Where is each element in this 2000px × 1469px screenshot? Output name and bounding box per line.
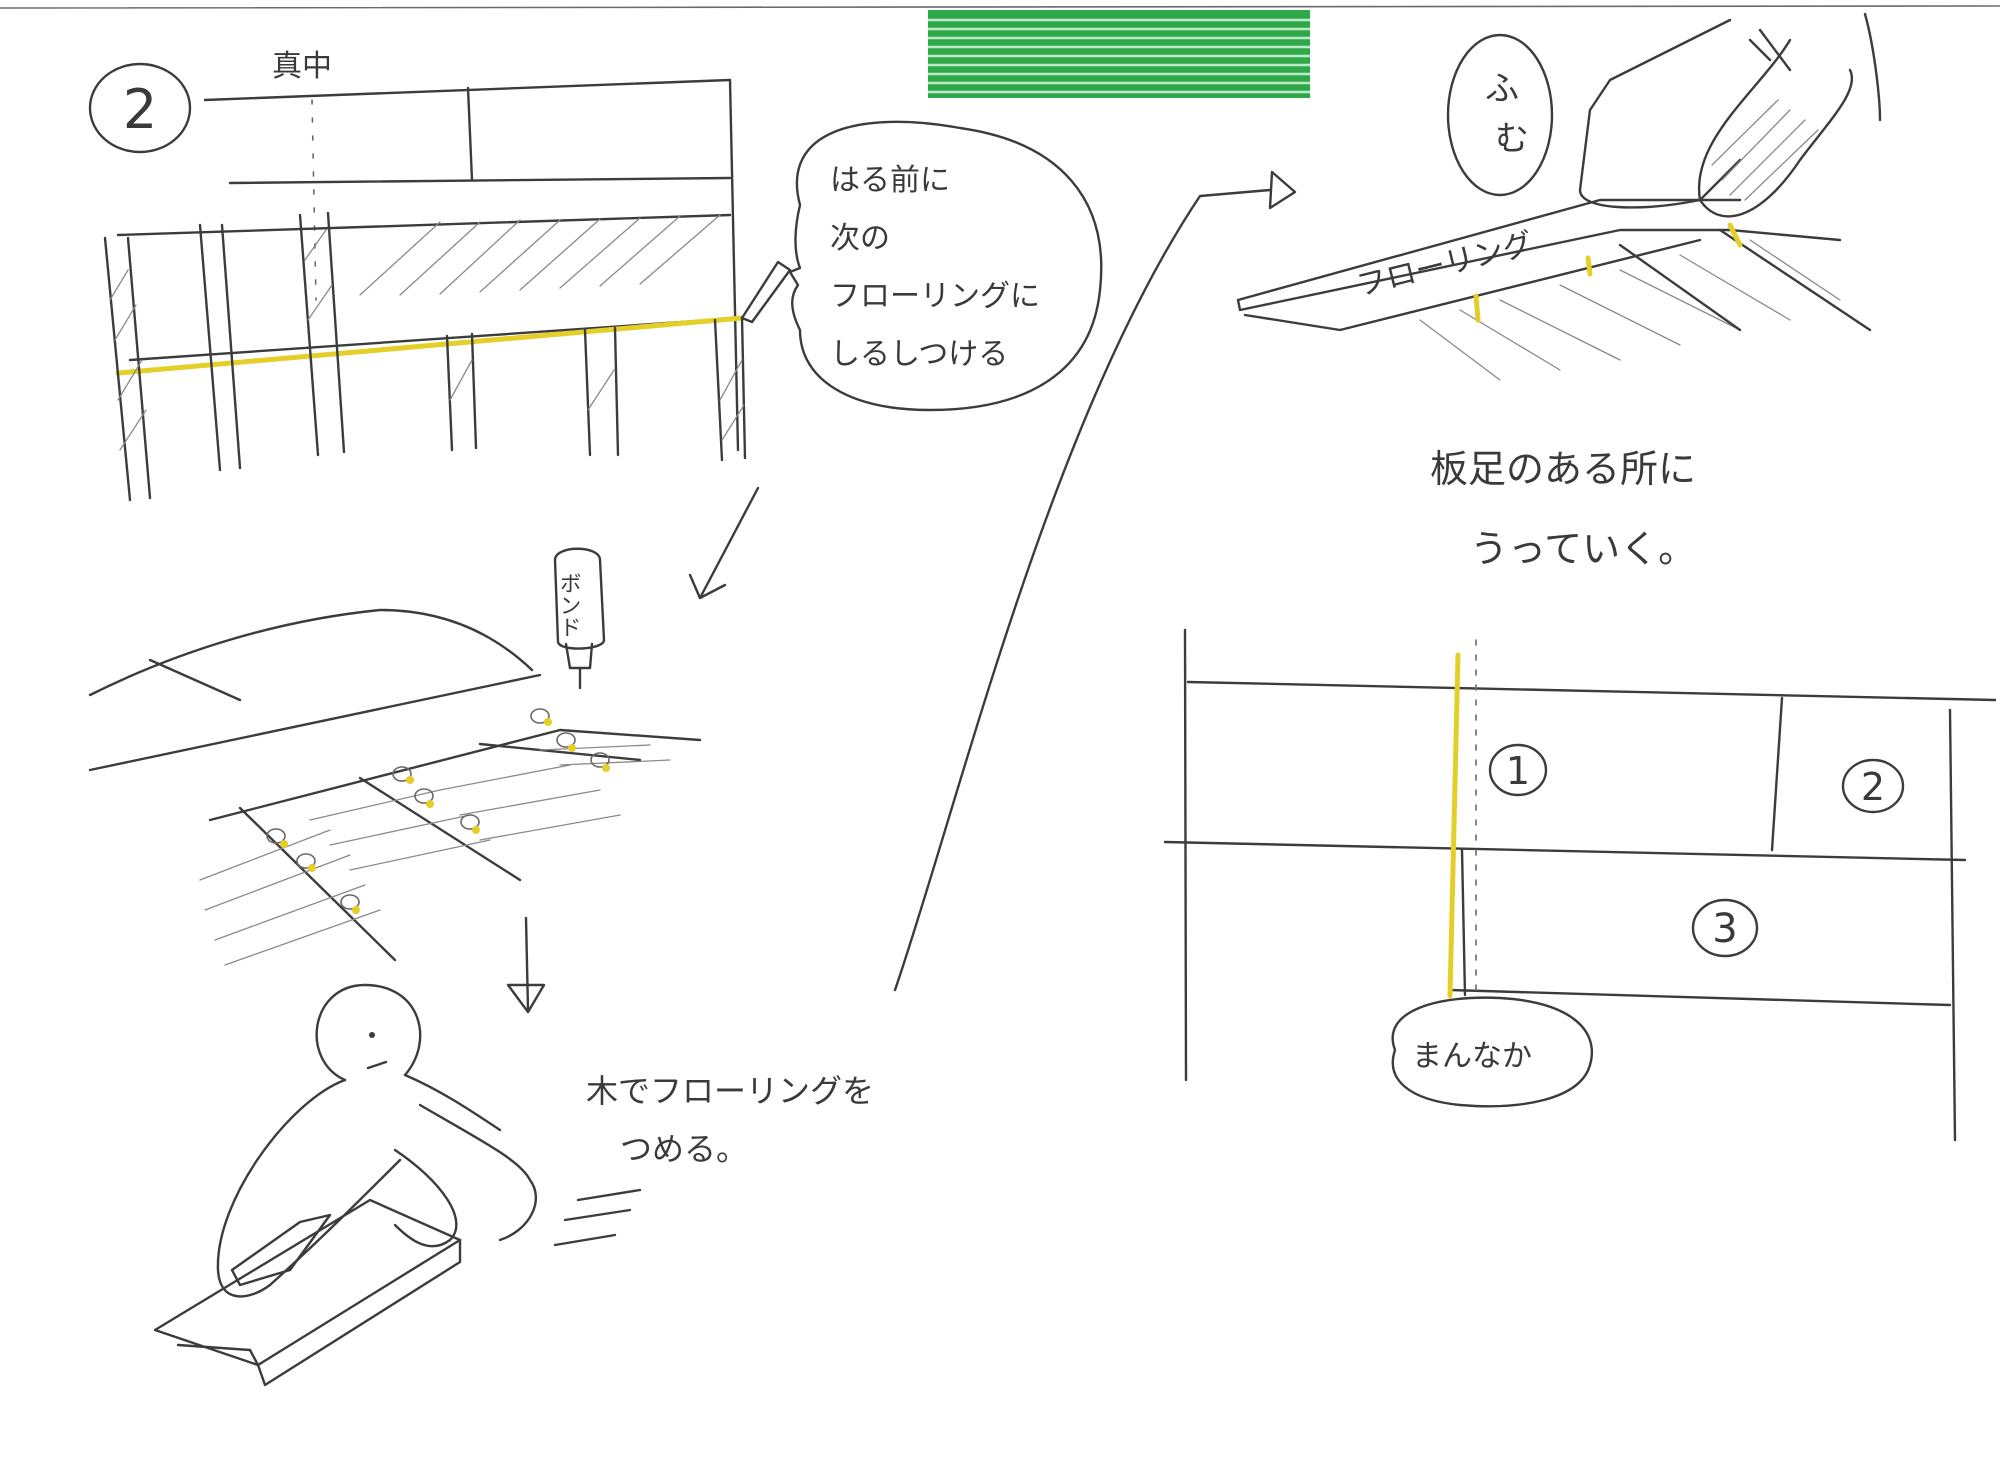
foot-icon bbox=[1578, 12, 1882, 248]
piece-circle-3 bbox=[1691, 898, 1759, 958]
step-2-panel: 2 真中 bbox=[88, 49, 1103, 502]
bond-dots bbox=[266, 708, 610, 914]
tape-strip bbox=[928, 10, 1310, 98]
center-line bbox=[1447, 652, 1461, 999]
nail-note: 板足のある所に うっていく。 bbox=[1430, 447, 1708, 571]
piece-number-3: 3 bbox=[1712, 906, 1737, 952]
flooring-label: フローリング bbox=[1353, 226, 1536, 304]
step-number-circle bbox=[88, 62, 192, 154]
layout-panel: 1 2 3 まんなか bbox=[1163, 628, 1997, 1142]
step-number: 2 bbox=[123, 78, 157, 141]
piece-number-2: 2 bbox=[1861, 765, 1885, 809]
person-icon bbox=[216, 983, 538, 1298]
piece-circle-1 bbox=[1488, 743, 1548, 797]
speech-bubble-mark-before bbox=[788, 120, 1103, 412]
mannaka-label: まんなか bbox=[1412, 1039, 1532, 1074]
tapping-panel: 木でフローリングを つめる。 bbox=[153, 983, 884, 1387]
bond-panel: ボンド bbox=[88, 547, 702, 966]
motion-lines bbox=[553, 1188, 642, 1247]
pencil-icon bbox=[740, 260, 792, 324]
stepping-panel: ふ む フローリング 板足のある所に bbox=[1236, 12, 1882, 571]
piece-number-1: 1 bbox=[1506, 749, 1530, 793]
arrow-icon bbox=[688, 486, 760, 600]
piece-circle-2 bbox=[1841, 758, 1905, 814]
bond-bottle-icon bbox=[553, 547, 606, 690]
center-label: 真中 bbox=[272, 49, 332, 84]
paper-edge-line bbox=[0, 5, 2000, 9]
arrow-icon bbox=[506, 916, 546, 1014]
bond-label: ボンド bbox=[556, 572, 581, 638]
speech-bubble-mannaka bbox=[1391, 996, 1593, 1108]
tap-note: 木でフローリングを つめる。 bbox=[586, 1072, 884, 1168]
bubble-text-fumu: ふ む bbox=[1485, 69, 1530, 159]
speech-bubble-fumu bbox=[1446, 33, 1554, 197]
arrow-icon bbox=[893, 170, 1297, 992]
bubble-text-mark-before: はる前に 次の フローリングに しるしつける bbox=[830, 163, 1050, 372]
